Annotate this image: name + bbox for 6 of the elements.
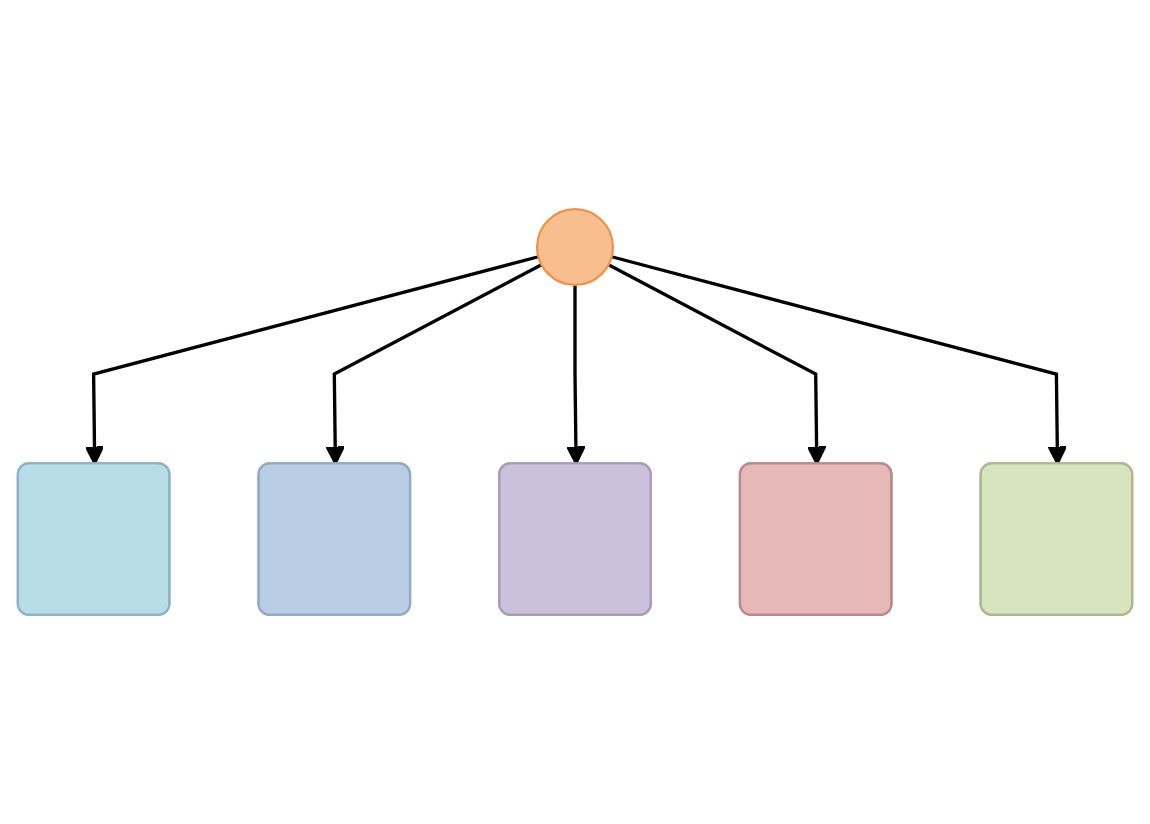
node-circle (536, 208, 614, 287)
arrow (607, 263, 827, 466)
arrow (566, 284, 586, 466)
arrow (611, 255, 1068, 466)
arrow (325, 263, 543, 466)
arrow (84, 255, 539, 466)
